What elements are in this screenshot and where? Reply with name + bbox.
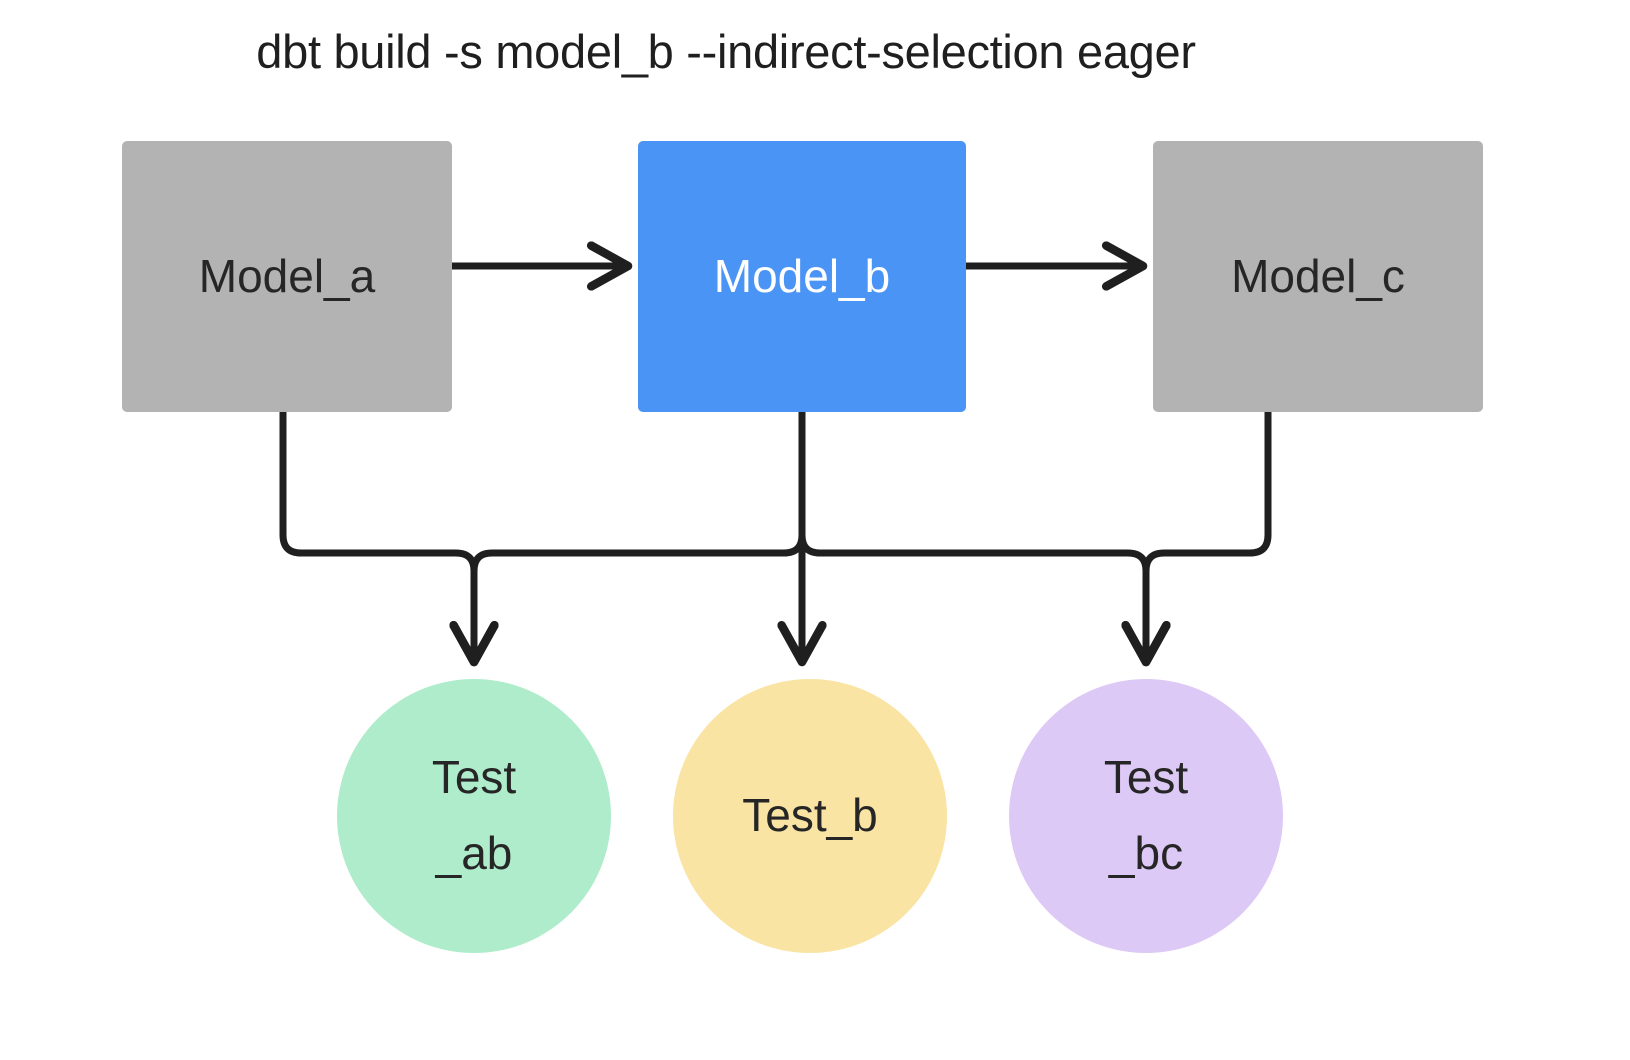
node-model-a[interactable] (122, 141, 452, 412)
node-test-b[interactable] (673, 679, 947, 953)
edge-model-b-to-test-ab (474, 412, 806, 662)
edge-model-b-to-test-bc (798, 412, 1146, 662)
node-test-bc[interactable] (1009, 679, 1283, 953)
diagram-title: dbt build -s model_b --indirect-selectio… (256, 25, 1196, 78)
edge-model-a-to-test-ab (279, 412, 474, 662)
node-model-c[interactable] (1153, 141, 1483, 412)
edge-model-c-to-test-bc (1146, 412, 1272, 662)
node-model-b[interactable] (638, 141, 966, 412)
node-test-ab[interactable] (337, 679, 611, 953)
